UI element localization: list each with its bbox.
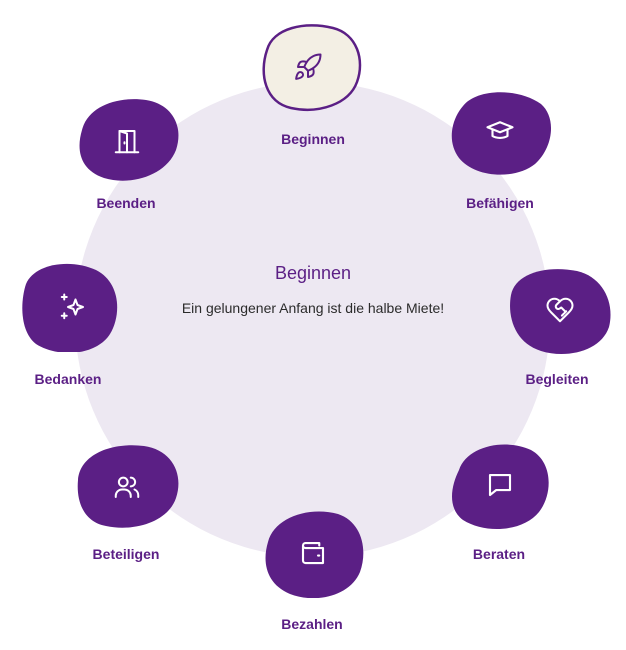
rocket-icon — [293, 52, 323, 82]
users-icon — [112, 472, 142, 502]
chat-bubble-icon — [485, 470, 515, 500]
step-blob — [452, 444, 549, 530]
step-blob — [79, 99, 179, 181]
step-label-beenden[interactable]: Beenden — [96, 195, 156, 211]
step-label-begleiten[interactable]: Begleiten — [525, 371, 589, 387]
sparkles-icon — [58, 292, 88, 322]
center-description: Ein gelungener Anfang ist die halbe Miet… — [181, 300, 445, 316]
step-beteiligen[interactable] — [72, 442, 182, 532]
step-blob — [77, 445, 179, 528]
step-bezahlen[interactable] — [258, 508, 368, 598]
step-blob — [510, 269, 611, 354]
step-label-beraten[interactable]: Beraten — [472, 546, 526, 562]
step-bedanken[interactable] — [18, 262, 128, 352]
step-begleiten[interactable] — [505, 265, 615, 355]
step-beraten[interactable] — [445, 440, 555, 530]
step-blob — [451, 92, 552, 175]
graduation-cap-icon — [485, 116, 515, 146]
step-label-beginnen[interactable]: Beginnen — [281, 131, 345, 147]
step-label-bezahlen[interactable]: Bezahlen — [281, 616, 343, 632]
step-label-bedanken[interactable]: Bedanken — [34, 371, 102, 387]
step-label-befaehigen[interactable]: Befähigen — [466, 195, 534, 211]
step-blob — [262, 24, 362, 111]
step-beenden[interactable] — [72, 96, 182, 186]
step-blob — [265, 511, 364, 598]
heart-handshake-icon — [545, 295, 575, 325]
step-befaehigen[interactable] — [445, 86, 555, 176]
door-exit-icon — [112, 126, 142, 156]
wallet-icon — [298, 538, 328, 568]
center-title: Beginnen — [274, 263, 352, 283]
step-label-beteiligen[interactable]: Beteiligen — [92, 546, 160, 562]
step-beginnen[interactable] — [253, 22, 363, 112]
